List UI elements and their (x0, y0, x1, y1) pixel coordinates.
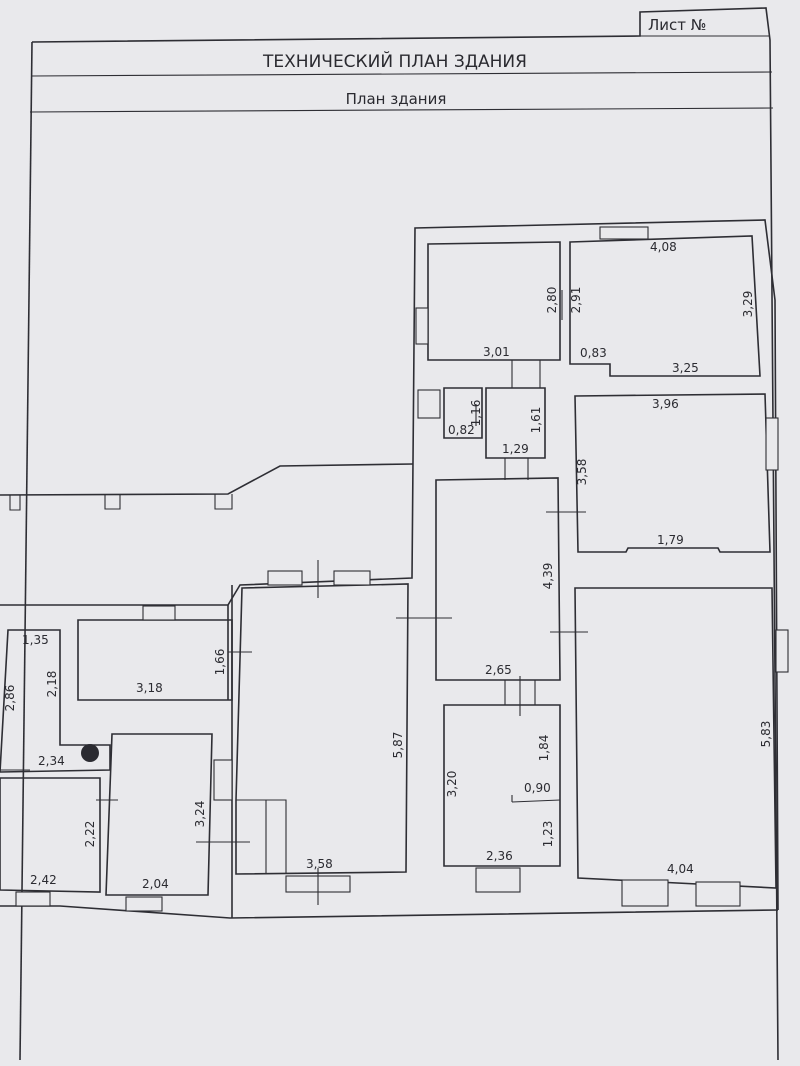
dimension-labels: 4,08 2,80 2,91 3,29 3,01 0,83 3,25 1,16 … (3, 240, 773, 891)
room-large-right (574, 587, 777, 889)
dimension-label: 1,29 (502, 442, 529, 456)
door-marks (0, 290, 588, 905)
window (417, 389, 441, 419)
dimension-label: 2,86 (3, 685, 17, 712)
dimension-label: 4,04 (667, 862, 694, 876)
dimension-label: 4,39 (541, 563, 555, 590)
dimension-label: 4,08 (650, 240, 677, 254)
dimension-label: 2,80 (545, 287, 559, 314)
window (695, 881, 741, 907)
dimension-label: 1,23 (541, 821, 555, 848)
window (333, 570, 371, 586)
window (213, 759, 233, 801)
room-left-narrow (0, 629, 111, 773)
dimension-label: 2,34 (38, 754, 65, 768)
dimension-label: 0,90 (524, 781, 551, 795)
window (475, 867, 521, 893)
room-top-right (569, 235, 761, 377)
dimension-label: 2,04 (142, 877, 169, 891)
window (599, 226, 649, 240)
room-left-middle-bottom (105, 733, 213, 896)
window (415, 307, 429, 345)
dimension-label: 3,58 (306, 857, 333, 871)
dimension-label: 1,66 (213, 649, 227, 676)
partitions (81, 360, 561, 874)
dimension-label: 2,22 (83, 821, 97, 848)
dimension-label: 2,36 (486, 849, 513, 863)
dimension-label: 3,20 (445, 771, 459, 798)
room-tall-center (235, 583, 409, 875)
window (775, 629, 789, 673)
window (267, 570, 303, 586)
dimension-label: 1,35 (22, 633, 49, 647)
windows (15, 226, 789, 912)
room-small-b (485, 387, 546, 459)
dimension-label: 3,96 (652, 397, 679, 411)
dimension-label: 1,16 (469, 400, 483, 427)
room-left-upper (77, 619, 233, 701)
page-title: ТЕХНИЧЕСКИЙ ПЛАН ЗДАНИЯ (262, 50, 527, 72)
dimension-label: 1,79 (657, 533, 684, 547)
room-left-bottom (0, 777, 101, 893)
dimension-label: 5,83 (759, 721, 773, 748)
dimension-label: 3,58 (575, 459, 589, 486)
dimension-label: 3,25 (672, 361, 699, 375)
dimension-label: 3,18 (136, 681, 163, 695)
page-subtitle: План здания (346, 90, 447, 108)
dimension-label: 3,24 (193, 801, 207, 828)
dimension-label: 3,01 (483, 345, 510, 359)
rooms (0, 235, 777, 896)
room-central (435, 477, 561, 681)
dimension-label: 2,18 (45, 671, 59, 698)
window (125, 896, 163, 912)
sheet-number-label: Лист № (648, 16, 706, 34)
stove-icon (81, 744, 99, 762)
window (765, 417, 779, 471)
window (621, 879, 669, 907)
window (142, 605, 176, 621)
dimension-label: 0,82 (448, 423, 475, 437)
dimension-label: 2,91 (569, 287, 583, 314)
dimension-label: 1,84 (537, 735, 551, 762)
dimension-label: 3,29 (741, 291, 755, 318)
dimension-label: 1,61 (529, 407, 543, 434)
dimension-label: 2,42 (30, 873, 57, 887)
dimension-label: 0,83 (580, 346, 607, 360)
room-mid-bottom (443, 704, 561, 867)
room-small-a (443, 387, 483, 439)
outer-walls (0, 219, 779, 919)
room-top-left (427, 241, 561, 361)
window (15, 891, 51, 907)
dimension-label: 2,65 (485, 663, 512, 677)
dimension-label: 5,87 (391, 732, 405, 759)
room-right-middle (574, 393, 771, 553)
